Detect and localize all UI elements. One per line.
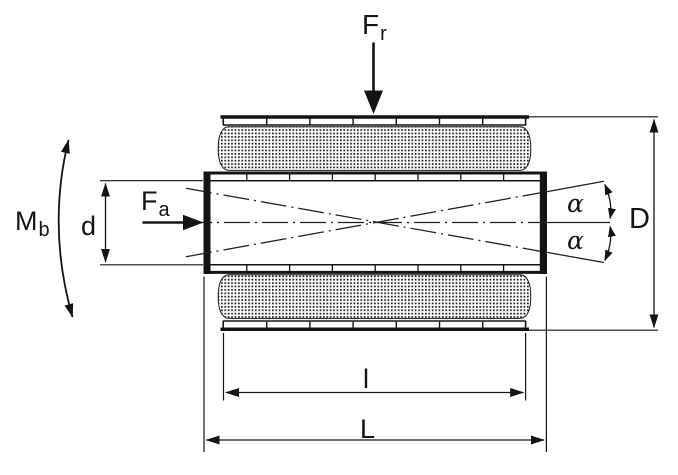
dimension-d: [100, 180, 203, 266]
inner-sleeve-top-wall: [203, 171, 547, 182]
label-axial-force-main: F: [141, 186, 158, 216]
label-bending-moment-main: M: [15, 206, 38, 236]
inner-sleeve-bottom-wall: [203, 264, 547, 274]
label-inner-diameter: d: [81, 211, 97, 241]
label-sleeve-length: L: [360, 414, 376, 444]
label-tilt-angle-bottom: α: [567, 226, 584, 255]
liner-top: [217, 126, 532, 171]
dimension-D: [528, 116, 659, 331]
outer-ring-bottom-band: [220, 320, 529, 332]
tilted-axis-down-extension: [546, 251, 605, 264]
label-liner-length: l: [363, 364, 369, 394]
label-radial-force-sub: r: [380, 23, 387, 45]
axial-force-arrow: [142, 214, 204, 231]
dimension-L: [203, 276, 547, 452]
bending-moment-arc: [57, 139, 74, 318]
alpha-arc-bottom: [604, 225, 616, 262]
label-tilt-angle-top: α: [567, 189, 584, 218]
label-bending-moment-sub: b: [38, 219, 50, 241]
dimension-l: [222, 333, 527, 401]
alpha-arc-top: [604, 183, 616, 220]
label-axial-force-sub: a: [158, 199, 170, 221]
label-axial-force: Fa: [141, 186, 170, 221]
label-outer-diameter: D: [629, 203, 650, 235]
tilted-axis-down: [185, 187, 541, 252]
label-bending-moment: Mb: [15, 206, 50, 241]
radial-force-arrow: [364, 42, 383, 114]
tilted-axis-up-extension: [546, 180, 605, 193]
tilted-axis-up: [185, 192, 541, 258]
label-radial-force-main: F: [362, 9, 380, 40]
label-radial-force: Fr: [362, 9, 387, 45]
liner-bottom: [217, 274, 532, 319]
outer-ring-top-band: [220, 115, 529, 126]
